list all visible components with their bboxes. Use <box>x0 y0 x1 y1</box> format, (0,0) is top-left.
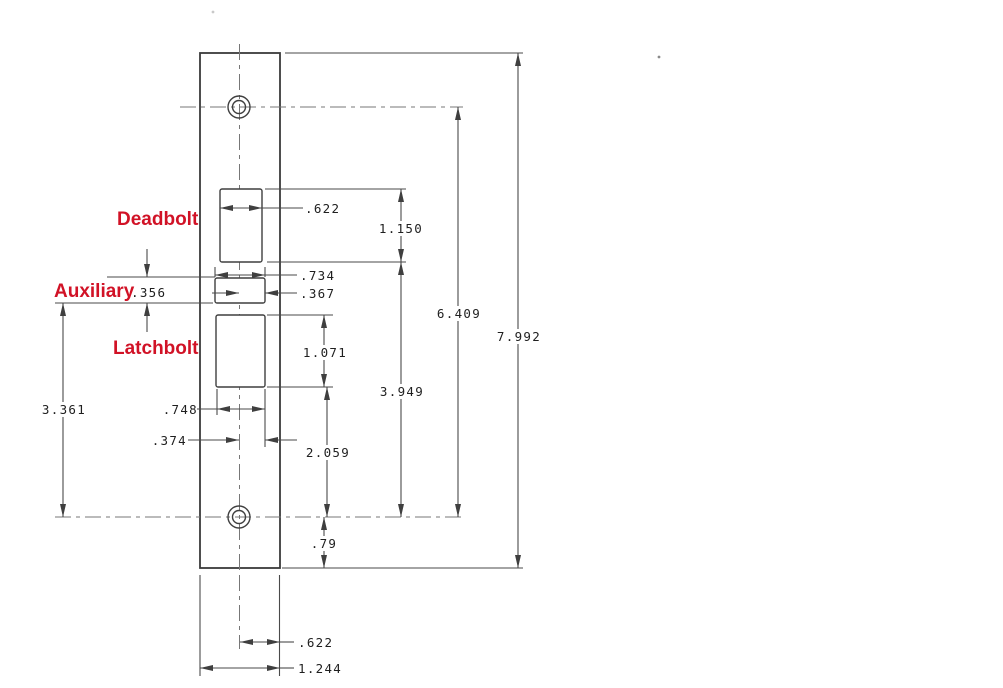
dim-text-latchbolt-slot-height: 1.071 <box>303 345 347 360</box>
bottom-screw-hole-inner <box>231 509 247 525</box>
label-auxiliary: Auxiliary <box>54 281 135 302</box>
dim-text-backing <box>376 221 425 236</box>
top-screw-hole-outer <box>227 95 251 119</box>
dim-text-hole-spacing: 6.409 <box>437 306 481 321</box>
bottom-screw-hole-outer <box>227 505 251 529</box>
dim-text-latchbolt-half-width: .374 <box>152 433 187 448</box>
latchbolt-cutout <box>215 314 266 388</box>
dim-text-backing <box>303 445 352 460</box>
dim-text-bottom-center-offset: .622 <box>298 635 333 650</box>
dim-text-backing <box>301 345 348 360</box>
dim-text-plate-length: 7.992 <box>497 329 541 344</box>
auxiliary-cutout <box>214 277 266 304</box>
top-screw-hole-inner <box>231 99 247 115</box>
dim-text-backing <box>377 384 426 399</box>
dim-text-auxiliary-half-width: .367 <box>300 286 335 301</box>
dim-text-auxiliary-height: .356 <box>131 285 166 300</box>
dim-text-auxiliary-width: .734 <box>300 268 335 283</box>
dim-text-deadbolt-width: .622 <box>305 201 340 216</box>
dim-text-latchbolt-width: .748 <box>163 402 198 417</box>
label-latchbolt: Latchbolt <box>113 338 199 359</box>
faceplate-outline <box>199 52 281 569</box>
label-deadbolt: Deadbolt <box>117 209 199 230</box>
dim-text-bottom-hole-to-edge: .79 <box>311 536 337 551</box>
dim-text-backing <box>434 306 483 321</box>
dim-text-deadbolt-slot-height: 1.150 <box>379 221 423 236</box>
dim-text-latchbolt-to-bottom-hole: 2.059 <box>306 445 350 460</box>
deadbolt-cutout <box>219 188 263 263</box>
dim-text-deadbolt-to-bottom-hole: 3.949 <box>380 384 424 399</box>
dim-text-plate-width: 1.244 <box>298 661 342 676</box>
dim-text-backing <box>494 329 543 344</box>
dim-text-backing <box>306 536 341 551</box>
dim-text-backing <box>39 402 88 417</box>
artifact-dot <box>211 10 215 14</box>
dim-text-auxiliary-to-bottom-hole: 3.361 <box>42 402 86 417</box>
artifact-dot <box>657 55 661 59</box>
